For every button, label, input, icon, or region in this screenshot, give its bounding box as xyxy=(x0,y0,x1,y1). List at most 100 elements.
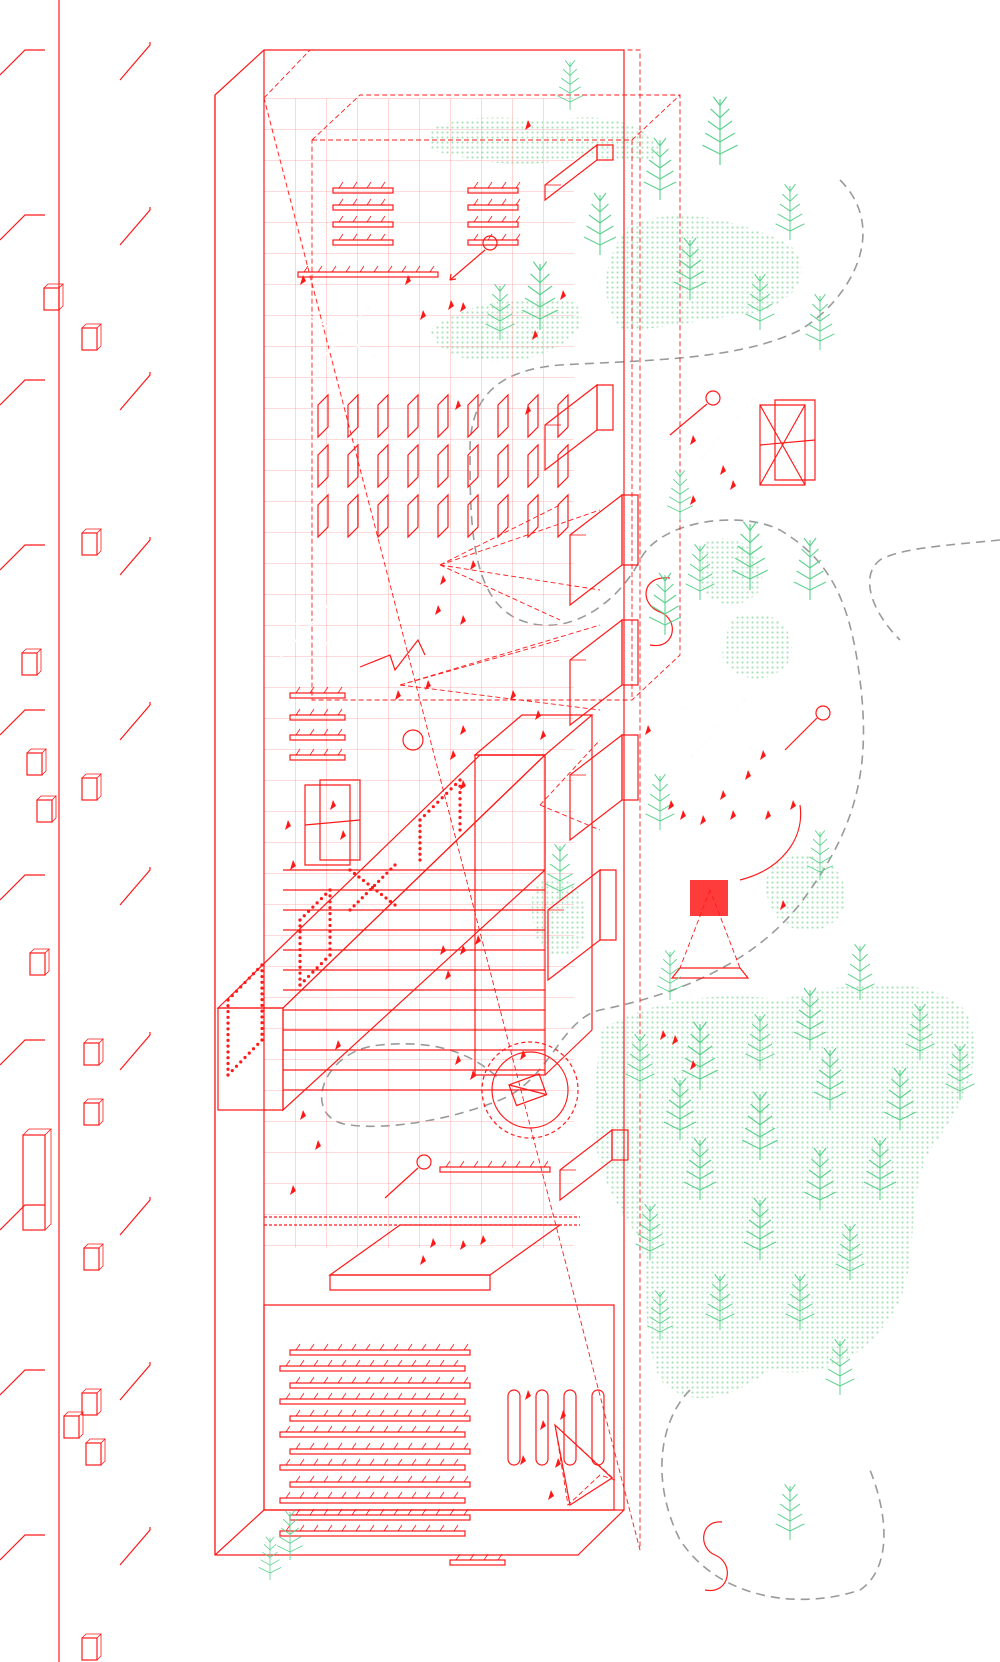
person-icon xyxy=(290,1185,296,1195)
car-icon xyxy=(81,528,102,556)
ring-marker xyxy=(402,729,424,751)
person-icon xyxy=(645,725,651,735)
tree-icon xyxy=(793,987,827,1050)
person-icon xyxy=(285,820,291,830)
plant-row-icon xyxy=(289,728,346,741)
person-icon xyxy=(532,330,538,340)
tree-icon xyxy=(803,1147,837,1210)
person-icon xyxy=(672,1035,678,1045)
person-icon xyxy=(548,1490,554,1500)
plant-row-icon xyxy=(467,198,521,211)
person-icon xyxy=(455,400,461,410)
lane-marking xyxy=(0,544,45,571)
tree-icon xyxy=(805,293,835,350)
person-icon xyxy=(480,1235,486,1245)
person-icon xyxy=(525,120,531,130)
tree-icon xyxy=(667,470,693,520)
tent-icon xyxy=(670,880,750,979)
trees xyxy=(258,60,975,1580)
person-icon xyxy=(460,725,466,735)
tree-icon xyxy=(522,261,558,330)
person-icon xyxy=(555,1458,561,1468)
s-bench-icon xyxy=(703,1521,728,1591)
lane-marking xyxy=(0,1534,45,1561)
person-icon xyxy=(745,770,751,780)
person-icon xyxy=(470,1070,476,1080)
plant-row-icon xyxy=(279,1392,466,1405)
tree-icon xyxy=(775,1483,805,1540)
tree-icon xyxy=(583,192,617,255)
person-icon xyxy=(460,945,466,955)
plant-row-icon xyxy=(279,1359,466,1372)
vegetation-blob xyxy=(606,215,802,330)
lane-marking xyxy=(119,867,151,906)
person-icon xyxy=(700,815,706,825)
plant-row-icon xyxy=(535,1389,549,1466)
truck-icon xyxy=(22,1128,52,1231)
car-icon xyxy=(43,283,64,311)
tree-icon xyxy=(545,843,575,900)
person-icon xyxy=(475,935,481,945)
person-icon xyxy=(520,1050,526,1060)
person-icon xyxy=(668,800,674,810)
x-sculpture-icon xyxy=(271,600,339,660)
stair-treads xyxy=(283,869,545,1091)
plant-row-icon xyxy=(591,1389,605,1466)
person-icon xyxy=(300,275,306,285)
car-icon xyxy=(85,1438,106,1466)
tree-icon xyxy=(742,1091,778,1160)
person-icon xyxy=(445,970,451,980)
vegetation-blob xyxy=(698,538,763,605)
vegetation-blob xyxy=(765,855,846,932)
tree-icon xyxy=(845,943,875,1000)
tree-icon xyxy=(635,1203,665,1260)
projector-box xyxy=(569,493,639,607)
tree-icon xyxy=(905,1003,935,1060)
plant-row-icon xyxy=(289,748,346,761)
tree-icon xyxy=(557,60,583,110)
lane-marking xyxy=(119,42,151,81)
person-icon xyxy=(460,302,466,312)
person-icon xyxy=(690,495,696,505)
person-icon xyxy=(780,900,786,910)
tree-icon xyxy=(685,543,715,600)
person-icon xyxy=(730,480,736,490)
person-icon xyxy=(455,1055,461,1065)
tree-icon xyxy=(813,1047,847,1110)
tree-icon xyxy=(702,96,738,165)
plant-row-icon xyxy=(449,1553,506,1566)
person-icon xyxy=(330,800,336,810)
tree-icon xyxy=(682,1021,718,1090)
person-icon xyxy=(690,1060,696,1070)
plant-row-icon xyxy=(279,1458,466,1471)
plant-row-icon xyxy=(289,1376,471,1389)
tree-icon xyxy=(258,1536,282,1580)
plant-row-icon xyxy=(332,198,394,211)
plant-row-icon xyxy=(289,1343,471,1356)
tree-icon xyxy=(745,1013,775,1070)
lane-marking xyxy=(119,207,151,246)
person-icon xyxy=(540,730,546,740)
tree-icon xyxy=(863,1137,897,1200)
tree-icon xyxy=(945,1043,975,1100)
vegetation-blob xyxy=(593,984,975,1399)
tree-icon xyxy=(835,1223,865,1280)
zigzag-bench xyxy=(359,638,426,672)
projector-box xyxy=(544,143,614,202)
person-icon xyxy=(720,790,726,800)
plant-row-icon xyxy=(332,181,394,194)
round-pavilion xyxy=(481,1041,579,1139)
tree-icon xyxy=(775,183,805,240)
plant-row-icon xyxy=(507,1389,521,1466)
vehicles xyxy=(21,283,106,1661)
tree-icon xyxy=(807,830,833,880)
person-icon xyxy=(420,310,426,320)
plant-row-icon xyxy=(289,1508,471,1521)
person-icon xyxy=(290,860,296,870)
x-sculpture-icon xyxy=(694,398,762,458)
plant-row-icon xyxy=(289,686,346,699)
person-icon xyxy=(790,800,796,810)
gazebo-frame xyxy=(304,779,361,866)
plant-row-icon xyxy=(467,181,521,194)
person-icon xyxy=(300,1110,306,1120)
